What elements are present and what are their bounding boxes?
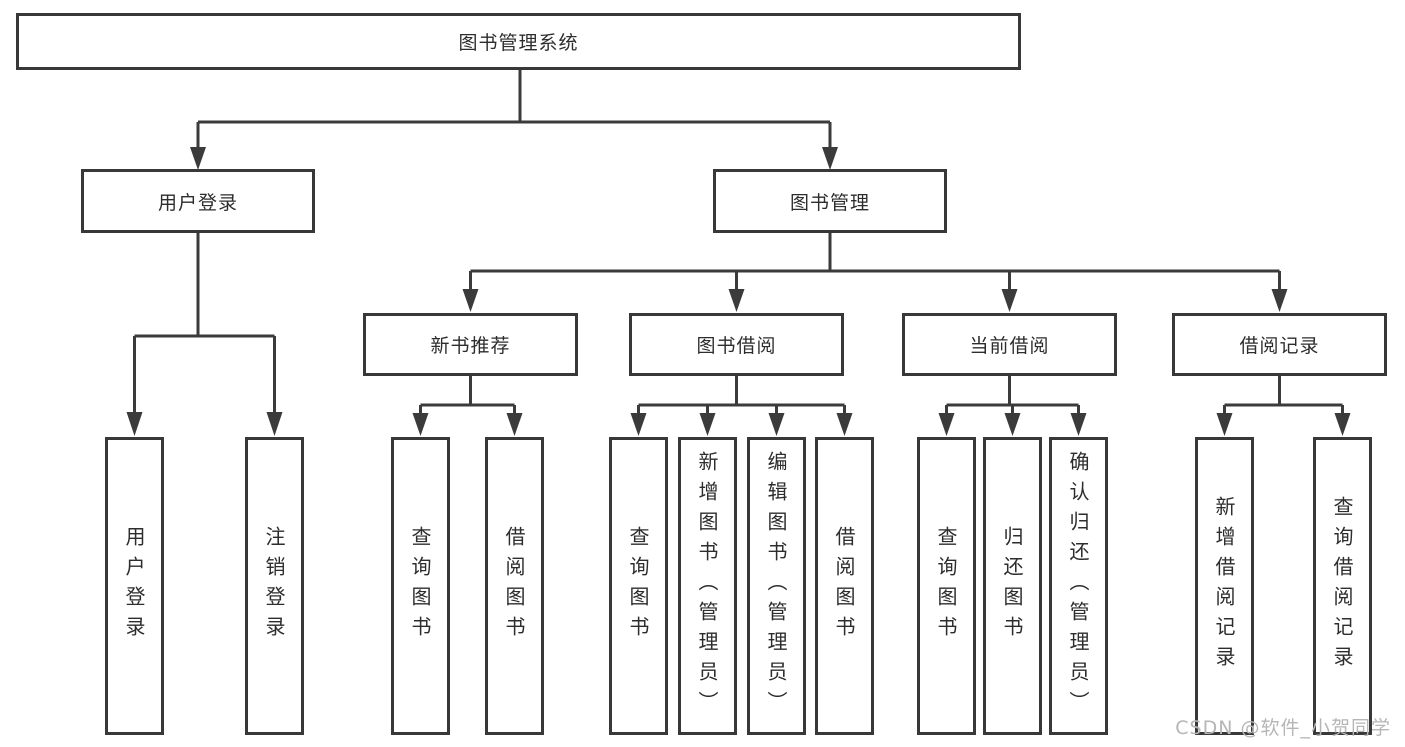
leaf-add-borrow-record: 新增借阅记录: [1195, 437, 1254, 735]
leaf-label: 归还图书: [1000, 526, 1024, 646]
node-label: 新书推荐: [430, 335, 511, 357]
leaf-add-books-admin: 新增图书（管理员）: [678, 437, 737, 735]
node-label: 图书管理: [789, 191, 870, 214]
leaf-query-books-recommend: 查询图书: [391, 437, 450, 735]
leaf-label: 查询图书: [626, 526, 650, 646]
leaf-label: 注销登录: [262, 526, 286, 646]
leaf-label: 用户登录: [122, 526, 146, 646]
leaf-label: 查询借阅记录: [1330, 496, 1354, 676]
leaf-label: 编辑图书（管理员）: [764, 451, 788, 721]
leaf-label: 查询图书: [934, 526, 958, 646]
leaf-borrow-books-recommend: 借阅图书: [485, 437, 544, 735]
node-current-borrowing: 当前借阅: [902, 313, 1117, 376]
leaf-label: 新增借阅记录: [1212, 496, 1236, 676]
node-book-management-system: 图书管理系统: [16, 13, 1021, 70]
leaf-borrow-books: 借阅图书: [815, 437, 874, 735]
leaf-label: 新增图书（管理员）: [695, 451, 719, 721]
node-label: 图书借阅: [696, 335, 777, 357]
node-book-management: 图书管理: [713, 169, 947, 233]
node-label: 图书管理系统: [458, 32, 579, 54]
csdn-watermark: CSDN @软件_小贺同学: [1175, 717, 1391, 739]
leaf-query-books-current: 查询图书: [917, 437, 976, 735]
leaf-label: 借阅图书: [502, 526, 526, 646]
leaf-label: 借阅图书: [832, 526, 856, 646]
node-label: 借阅记录: [1239, 335, 1320, 357]
leaf-query-books-borrow: 查询图书: [609, 437, 668, 735]
node-label: 用户登录: [157, 191, 238, 214]
node-new-book-recommendation: 新书推荐: [363, 313, 578, 376]
node-user-login: 用户登录: [81, 169, 315, 233]
node-label: 当前借阅: [969, 335, 1050, 357]
node-book-borrowing: 图书借阅: [629, 313, 844, 376]
leaf-return-books: 归还图书: [983, 437, 1042, 735]
leaf-user-login: 用户登录: [105, 437, 164, 735]
leaf-edit-books-admin: 编辑图书（管理员）: [747, 437, 806, 735]
leaf-confirm-return-admin: 确认归还（管理员）: [1049, 437, 1108, 735]
leaf-label: 确认归还（管理员）: [1066, 451, 1090, 721]
leaf-label: 查询图书: [408, 526, 432, 646]
node-borrowing-records: 借阅记录: [1172, 313, 1387, 376]
leaf-query-borrow-record: 查询借阅记录: [1313, 437, 1372, 735]
leaf-logout: 注销登录: [245, 437, 304, 735]
